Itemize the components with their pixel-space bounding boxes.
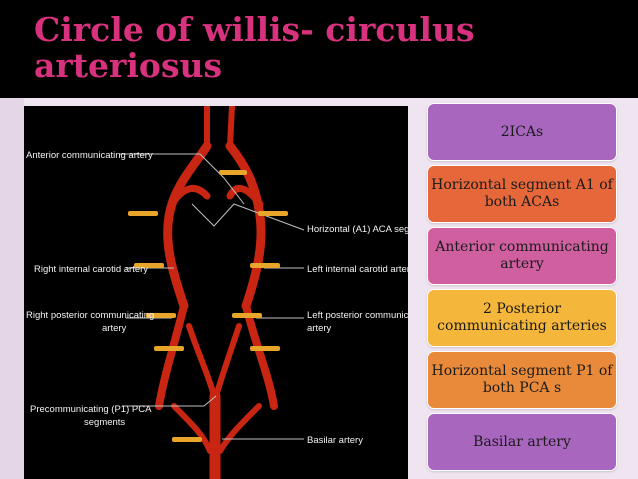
left-pca-vessel (242, 302, 278, 410)
flow-box-a1: Horizontal segment A1 of both ACAs (427, 165, 617, 223)
title-bar: Circle of willis- circulus arteriosus (0, 0, 638, 98)
flow-box-icas: 2ICAs (427, 103, 617, 161)
flow-box-text: Anterior communicating artery (435, 239, 609, 272)
label-acom: Anterior communicating artery (26, 150, 153, 161)
right-p1-vessel (186, 323, 217, 399)
label-p1-line1: Precommunicating (P1) PCA (30, 404, 152, 415)
flow-box-text: Horizontal segment P1 of both PCA s (431, 363, 613, 396)
flow-box-text: Horizontal segment A1 of both ACAs (431, 177, 613, 210)
slide-title-line2: arteriosus (34, 46, 223, 85)
label-rica: Right internal carotid artery (34, 264, 148, 275)
right-ica-vessel (163, 141, 212, 311)
label-lpcom-line2: artery (307, 323, 332, 334)
left-ica-vessel (225, 141, 266, 311)
flow-box-pcom: 2 Posterior communicating arteries (427, 289, 617, 347)
flow-box-basilar: Basilar artery (427, 413, 617, 471)
label-p1-line2: segments (84, 417, 125, 428)
right-pca-vessel (155, 302, 188, 410)
label-rpcom-line2: artery (102, 323, 127, 334)
flow-box-acom: Anterior communicating artery (427, 227, 617, 285)
label-lica: Left internal carotid artery (307, 264, 408, 275)
aca-vessel-top-right (227, 106, 235, 149)
flow-box-text: 2ICAs (500, 123, 544, 140)
circle-of-willis-figure: Anterior communicating artery Horizontal… (24, 106, 408, 479)
angiogram-illustration: Anterior communicating artery Horizontal… (26, 106, 408, 479)
flow-box-p1: Horizontal segment P1 of both PCA s (427, 351, 617, 409)
flow-box-text: Basilar artery (473, 433, 571, 450)
label-a1: Horizontal (A1) ACA segments (307, 224, 408, 235)
slide-title-line1: Circle of willis- circulus (34, 10, 475, 49)
label-basilar: Basilar artery (307, 435, 363, 446)
flow-box-text: 2 Posterior communicating arteries (437, 301, 607, 334)
label-lpcom-line1: Left posterior communicating (307, 310, 408, 321)
side-stripe (0, 98, 24, 479)
label-rpcom-line1: Right posterior communicating (26, 310, 154, 321)
left-p1-vessel (213, 323, 242, 399)
slide-title: Circle of willis- circulus arteriosus (34, 12, 624, 84)
